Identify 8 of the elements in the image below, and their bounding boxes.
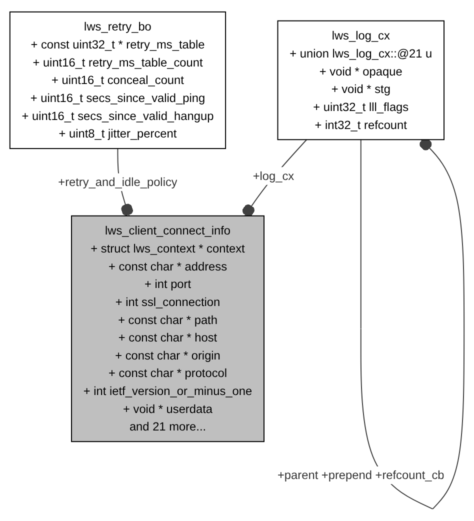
edge-label: +retry_and_idle_policy [58,175,178,190]
node-box: lws_retry_bo + const uint32_t * retry_ms_table + uint16_t retry_ms_table_count + uint16_t conceal_count + uint16_t secs_since_valid_ping + uint16_t secs_since_valid_hangup + uint8_t jitter_percent [9,11,226,150]
edge-label: +parent +prepend +refcount_cb [277,468,444,482]
connector [242,139,308,216]
node-box: lws_client_connect_info + struct lws_context * context + const char * address + int port + int ssl_connection + const char * path + const char * host + const char * origin + const char * protocol + int ietf_version_or_minus_one + void * userdata and 21 more... [71,215,264,442]
node-box: lws_log_cx + union lws_log_cx::@21 u + void * opaque + void * stg + uint32_t lll_flags + int32_t refcount [277,20,444,140]
connector [360,138,465,510]
edge-label: +log_cx [252,169,294,183]
